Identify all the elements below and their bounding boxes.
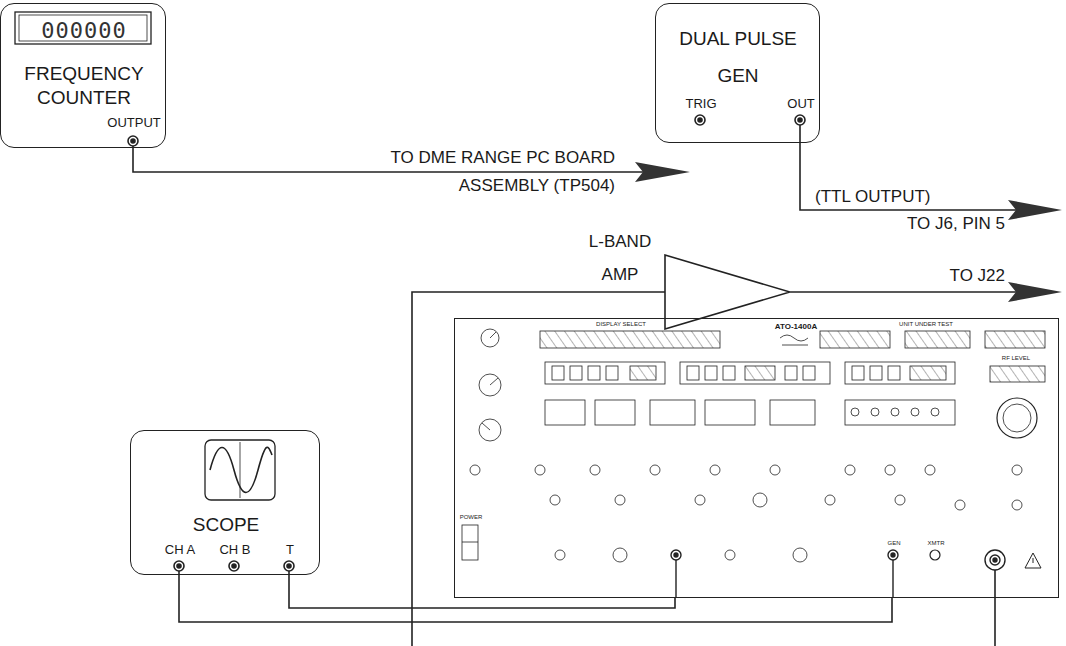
device-name: SCOPE (193, 514, 260, 536)
channel-label: T (286, 542, 294, 558)
cable-destination-label: (TTL OUTPUT) (815, 187, 931, 207)
panel-legend: XMTR (928, 540, 945, 547)
channel-label: CH B (219, 542, 250, 558)
jack-label: OUTPUT (107, 115, 160, 131)
frequency-counter: 000000FREQUENCY COUNTER OUTPUT (0, 3, 166, 148)
brand-logo: ATO-1400A (775, 322, 817, 331)
panel-legend: POWER (460, 514, 483, 521)
scope-jacks (174, 561, 294, 575)
signal-cable (289, 575, 675, 608)
scope-screen (205, 440, 275, 500)
jack-label: TRIG (685, 96, 716, 112)
amplifier-name: L-BAND AMP (575, 225, 665, 291)
panel-legend: GEN (887, 540, 900, 547)
oscilloscope: SCOPE CH A CH B T (130, 430, 320, 575)
panel-legend: RF LEVEL (1002, 355, 1030, 362)
signal-cable (179, 575, 892, 622)
arrow-head (1008, 282, 1062, 302)
cable-destination-label: TO J22 (950, 266, 1005, 286)
pulse-generator: DUAL PULSE GEN TRIG OUT (655, 3, 820, 143)
counter-output-cable (128, 136, 643, 172)
counter-display (15, 12, 151, 44)
panel-legend: UNIT UNDER TEST (899, 321, 953, 328)
channel-label: CH A (165, 542, 195, 558)
cable-destination-label: TO DME RANGE PC BOARD (391, 148, 616, 168)
panel-jacks (671, 550, 1041, 646)
test-set-panel: DISPLAY SELECT ATO-1400A UNIT UNDER TEST RF… (454, 318, 1059, 598)
panel-legend: DISPLAY SELECT (596, 321, 646, 328)
amplifier-triangle: L-BAND AMP (580, 225, 790, 330)
device-name: DUAL PULSE GEN (663, 20, 813, 94)
pulse-gen-jacks (695, 115, 1016, 210)
jack-label: OUT (787, 96, 814, 112)
panel-details (462, 329, 1045, 562)
amp-cables (412, 292, 1016, 646)
counter-readout: 000000 (41, 18, 126, 44)
arrow-head (635, 162, 690, 182)
device-name: FREQUENCY COUNTER (9, 62, 159, 110)
arrow-head (1008, 200, 1062, 220)
cable-destination-label: ASSEMBLY (TP504) (459, 176, 615, 196)
cable-destination-label: TO J6, PIN 5 (907, 214, 1005, 234)
